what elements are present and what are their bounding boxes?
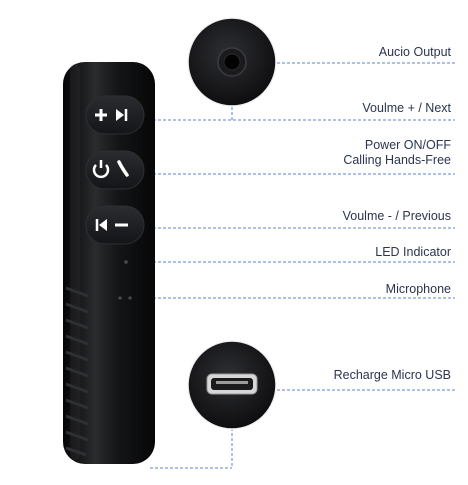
label-microphone: Microphone	[385, 282, 451, 296]
label-volume-down: Voulme - / Previous	[342, 209, 451, 223]
usb-callout	[187, 340, 277, 430]
label-usb: Recharge Micro USB	[333, 368, 451, 382]
label-led: LED Indicator	[375, 245, 451, 259]
label-volume-up: Voulme + / Next	[362, 101, 451, 115]
power-phone-icon	[92, 160, 129, 179]
previous-minus-icon	[95, 219, 128, 231]
led-indicator	[124, 260, 128, 264]
volume-up-button[interactable]	[85, 95, 145, 135]
power-call-button[interactable]	[85, 150, 145, 190]
volume-down-button[interactable]	[85, 205, 145, 245]
plus-next-icon	[95, 109, 128, 121]
grip-ridges	[65, 286, 89, 457]
label-power: Power ON/OFF Calling Hands-Free	[343, 138, 451, 168]
microphone-hole	[128, 296, 132, 300]
label-power-line2: Calling Hands-Free	[343, 153, 451, 167]
label-power-line1: Power ON/OFF	[364, 138, 451, 152]
leader-lines	[128, 62, 455, 469]
microphone-hole	[118, 296, 122, 300]
audio-jack-callout	[187, 17, 277, 107]
label-audio-output: Aucio Output	[378, 45, 451, 59]
